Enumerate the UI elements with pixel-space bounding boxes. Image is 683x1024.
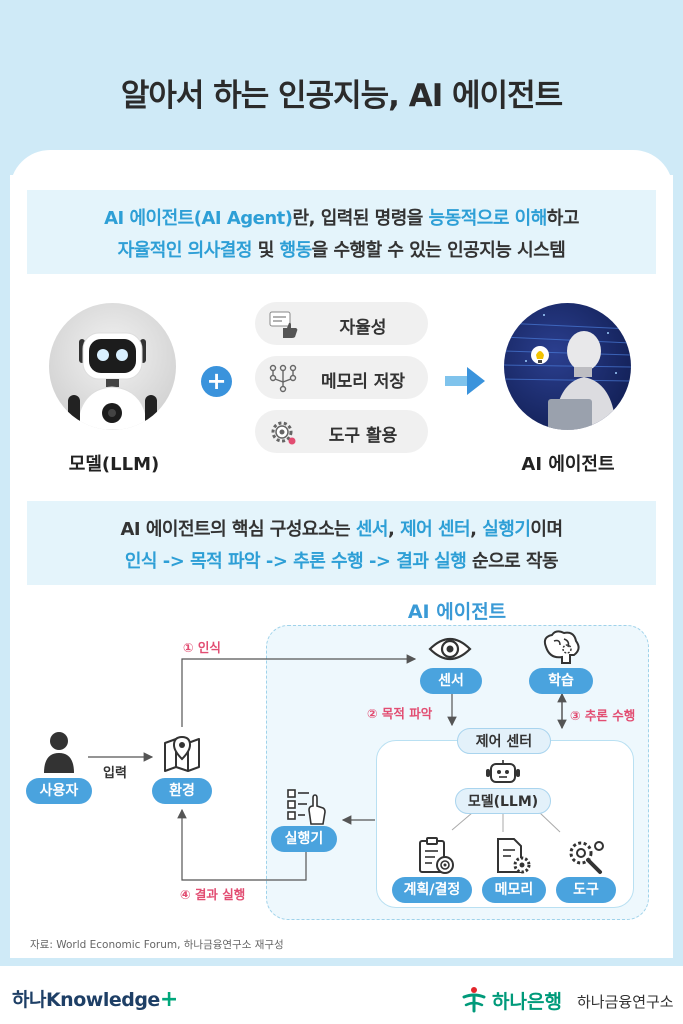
model-llm-node: 모델(LLM) [455, 788, 551, 814]
definition-box: AI 에이전트(AI Agent)란, 입력된 명령을 능동적으로 이해하고 자… [27, 190, 656, 274]
clipboard-target-icon [419, 837, 454, 874]
agent-area-title: AI 에이전트 [407, 601, 507, 623]
robot-icon [68, 332, 157, 430]
components-highlight: 센서 [355, 519, 389, 540]
page-title: 알아서 하는 인공지능, AI 에이전트 [120, 78, 563, 114]
components-text: AI 에이전트의 핵심 구성요소는 [120, 519, 356, 540]
definition-highlight: 행동 [279, 240, 313, 261]
environment-node: 환경 [152, 778, 212, 804]
network-tree-icon [269, 364, 297, 393]
components-line-2: 인식 -> 목적 파악 -> 추론 수행 -> 결과 실행 순으로 작동 [27, 547, 656, 573]
definition-text: 및 [251, 240, 280, 261]
step-execution: ④ 결과 실행 [180, 887, 246, 902]
ai-agent-label: AI 에이전트 [521, 454, 615, 475]
feature-label: 메모리 저장 [320, 372, 406, 392]
frame-left [0, 160, 10, 960]
ai-agent-image [504, 303, 631, 430]
logo-text: 하나Knowledge [12, 989, 160, 1011]
definition-term: AI 에이전트(AI Agent) [104, 208, 293, 229]
bank-name: 하나은행 [492, 991, 562, 1013]
institute-name: 하나금융연구소 [577, 993, 674, 1011]
frame-right [673, 160, 683, 960]
components-highlight: 인식 -> 목적 파악 -> 추론 수행 -> 결과 실행 [124, 551, 467, 572]
plus-icon: + [201, 366, 232, 397]
definition-line-2: 자율적인 의사결정 및 행동을 수행할 수 있는 인공지능 시스템 [27, 236, 656, 262]
definition-text: 을 수행할 수 있는 인공지능 시스템 [311, 240, 566, 261]
feature-label: 도구 활용 [328, 426, 398, 446]
frame-bottom [0, 958, 683, 966]
definition-highlight: 능동적으로 이해 [428, 208, 548, 229]
brain-icon [543, 630, 580, 664]
feature-memory: 메모리 저장 [255, 356, 428, 399]
step-reasoning: ③ 추론 수행 [570, 708, 636, 723]
components-text: 순으로 작동 [466, 551, 559, 572]
hana-bank-logo: 하나은행 하나금융연구소 [460, 985, 675, 1015]
step-perception: ① 인식 [183, 640, 221, 655]
llm-robot-image [49, 303, 176, 430]
executor-node: 실행기 [271, 826, 337, 852]
eye-icon [428, 637, 472, 661]
user-icon [44, 732, 74, 773]
gear-tool-icon [271, 421, 296, 445]
plan-decision-node: 계획/결정 [392, 877, 472, 903]
hana-bank-mark-icon [462, 987, 486, 1013]
feature-label: 자율성 [339, 318, 387, 338]
tool-node: 도구 [556, 877, 616, 903]
step-goal: ② 목적 파악 [367, 706, 433, 721]
feature-autonomy: 자율성 [255, 302, 428, 345]
definition-text: 란, 입력된 명령을 [292, 208, 429, 229]
source-note: 자료: World Economic Forum, 하나금융연구소 재구성 [30, 939, 284, 951]
components-text: , [470, 519, 483, 540]
learning-node: 학습 [529, 668, 593, 694]
arrow-right-icon [445, 367, 485, 395]
user-node: 사용자 [26, 778, 92, 804]
logo-plus: + [159, 987, 178, 1012]
hana-knowledge-logo: 하나Knowledge+ [12, 985, 178, 1012]
robot-head-icon [486, 760, 520, 783]
control-center-node: 제어 센터 [457, 728, 551, 754]
definition-text: 하고 [546, 208, 580, 229]
components-box: AI 에이전트의 핵심 구성요소는 센서, 제어 센터, 실행기이며 인식 ->… [27, 501, 656, 585]
checklist-hand-icon [287, 789, 326, 825]
definition-line-1: AI 에이전트(AI Agent)란, 입력된 명령을 능동적으로 이해하고 [27, 204, 656, 230]
components-highlight: 실행기 [482, 519, 531, 540]
components-line-1: AI 에이전트의 핵심 구성요소는 센서, 제어 센터, 실행기이며 [27, 515, 656, 541]
model-llm-label: 모델(LLM) [68, 454, 160, 475]
android-robot-icon [504, 314, 631, 430]
map-pin-icon [164, 735, 200, 772]
components-text: 이며 [530, 519, 563, 540]
input-label: 입력 [103, 766, 127, 781]
definition-highlight: 자율적인 의사결정 [117, 240, 253, 261]
memory-node: 메모리 [482, 877, 546, 903]
components-text: , [388, 519, 401, 540]
document-gear-icon [497, 838, 531, 874]
thumbs-up-chat-icon [269, 311, 298, 338]
wrench-gear-icon [569, 841, 604, 874]
sensor-node: 센서 [420, 668, 482, 694]
components-highlight: 제어 센터 [400, 519, 471, 540]
top-band [0, 0, 683, 175]
feature-tools: 도구 활용 [255, 410, 428, 453]
